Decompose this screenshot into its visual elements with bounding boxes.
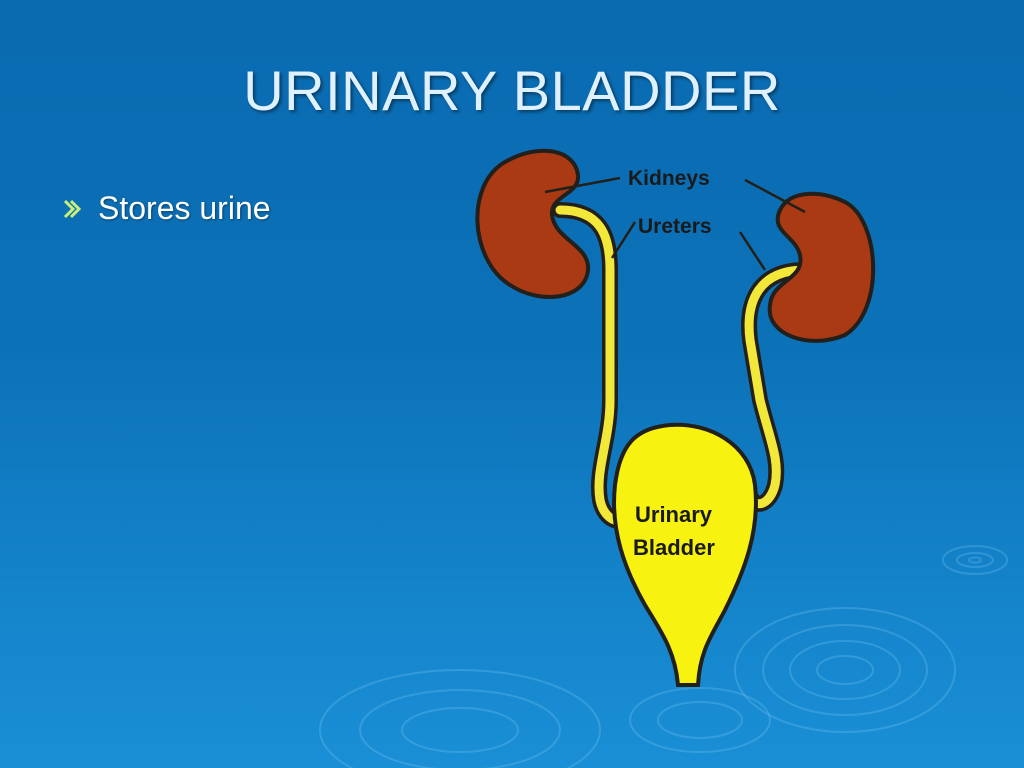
bullet-item: Stores urine bbox=[60, 190, 271, 227]
urinary-system-diagram: Kidneys Ureters Urinary Bladder bbox=[475, 148, 876, 687]
slide-title: URINARY BLADDER bbox=[243, 59, 781, 122]
label-ureters: Ureters bbox=[638, 215, 712, 238]
label-kidneys: Kidneys bbox=[628, 167, 710, 190]
label-urinary: Urinary bbox=[635, 502, 713, 527]
arrow-bullet-icon bbox=[63, 199, 82, 218]
right-kidney bbox=[767, 191, 876, 343]
bullet-text: Stores urine bbox=[98, 190, 271, 226]
leader-lines bbox=[544, 176, 806, 271]
bullet-list: Stores urine bbox=[60, 190, 271, 227]
urinary-bladder bbox=[612, 422, 758, 687]
left-kidney bbox=[475, 148, 591, 299]
label-bladder: Bladder bbox=[633, 535, 715, 560]
